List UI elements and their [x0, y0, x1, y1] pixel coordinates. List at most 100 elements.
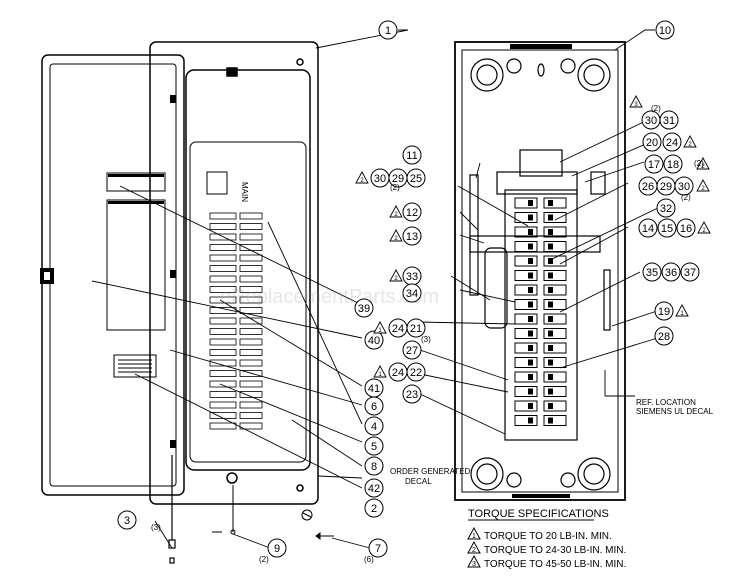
knockout-slot-left — [209, 338, 237, 346]
callout-c14: 14 — [638, 218, 658, 238]
knockout-slot-right — [239, 401, 263, 409]
callout-c6: 6 — [364, 396, 384, 416]
door-latch — [40, 268, 54, 284]
main-label: MAIN — [206, 171, 249, 202]
breaker-handle — [528, 214, 533, 221]
callout-c28: 28 — [654, 326, 674, 346]
breaker-handle — [528, 403, 533, 409]
callout-c37: 37 — [680, 262, 700, 282]
breaker-stack — [514, 197, 567, 426]
torque-ref-label: 2 — [688, 142, 692, 148]
breaker-handle — [528, 388, 533, 395]
breaker-left — [514, 328, 538, 339]
callout-c32: 32 — [656, 198, 676, 218]
breaker-right — [543, 313, 567, 325]
torque-item-1: 1 TORQUE TO 20 LB-IN. MIN. — [467, 526, 612, 542]
breaker-right — [543, 241, 567, 252]
callout-number: 26 — [642, 181, 654, 193]
knockout-slot-left — [209, 370, 237, 377]
callout-number: 18 — [667, 159, 679, 171]
torque-ref-label: 1 — [680, 311, 684, 317]
callout-c7: 7 — [368, 538, 388, 558]
callout-c17: 17 — [644, 154, 664, 174]
callout-number: 24 — [392, 367, 404, 379]
callout-number: 23 — [406, 389, 418, 401]
torque-ref-icon: 2 — [389, 229, 403, 242]
knockout-slot-right — [239, 412, 263, 419]
breaker-knockouts — [209, 212, 263, 430]
callout-c41: 41 — [364, 378, 384, 398]
torque-ref-label: 2 — [701, 186, 705, 192]
callout-number: 17 — [648, 159, 660, 171]
callout-c18: 18 — [663, 154, 683, 174]
callout-number: 7 — [375, 543, 381, 555]
callout-number: 33 — [406, 271, 418, 283]
callout-c24c: 24 — [388, 362, 408, 382]
callout-c30c: 30 — [674, 176, 694, 196]
callout-number: 29 — [392, 173, 404, 185]
knockout-slot-right — [239, 317, 263, 325]
breaker-left — [514, 299, 538, 310]
qty-7: (6) — [364, 555, 374, 564]
order-generated-line2: DECAL — [405, 477, 432, 486]
breaker-left — [514, 386, 538, 397]
breaker-right — [543, 197, 567, 209]
torque-item-2: 2 TORQUE TO 24-30 LB-IN. MIN. — [467, 540, 626, 556]
callout-c24b: 24 — [388, 318, 408, 338]
breaker-left — [514, 241, 538, 252]
knockout-slot-left — [209, 223, 237, 230]
callout-number: 14 — [642, 223, 654, 235]
callout-number: 1 — [385, 25, 391, 37]
knockout-slot-right — [239, 244, 263, 251]
callout-c34: 34 — [402, 283, 422, 303]
torque-header: TORQUE SPECIFICATIONS — [468, 508, 609, 520]
torque-ref-icon: 3 — [629, 95, 643, 108]
breaker-handle — [548, 200, 553, 206]
breaker-right — [543, 226, 567, 238]
callout-c35: 35 — [642, 262, 662, 282]
torque-ref-label: 1 — [378, 328, 382, 334]
knockout-slot-right — [239, 370, 263, 377]
enclosure-knockouts — [470, 58, 611, 491]
breaker-right — [543, 371, 567, 383]
breaker-left — [514, 357, 538, 368]
knockout-slot-right — [239, 338, 263, 346]
main-text: MAIN — [240, 182, 249, 202]
breaker-right — [543, 342, 567, 354]
callout-number: 30 — [678, 181, 690, 193]
callout-c11: 11 — [402, 145, 422, 165]
callout-number: 29 — [660, 181, 672, 193]
breaker-left — [514, 255, 538, 267]
knockout-slot-left — [209, 349, 237, 356]
torque-ref-icon: 2 — [389, 205, 403, 218]
torque-ref-label: 2 — [394, 236, 398, 242]
callout-number: 32 — [660, 203, 672, 215]
breaker-left — [514, 400, 538, 412]
breaker-handle — [528, 345, 533, 351]
ref-location-line2: SIEMENS UL DECAL — [636, 407, 714, 416]
interior-chassis — [469, 149, 611, 441]
breaker-handle — [548, 258, 553, 264]
breaker-right — [543, 328, 567, 339]
knockout-slot-right — [239, 254, 263, 262]
callout-number: 31 — [663, 115, 675, 127]
callout-number: 41 — [368, 383, 380, 395]
callout-number: 34 — [406, 288, 418, 300]
breaker-handle — [548, 388, 553, 395]
callout-number: 11 — [406, 150, 417, 162]
knockout-slot-left — [209, 275, 237, 283]
torque-ref-icon: 2 — [696, 157, 710, 170]
callout-c16: 16 — [676, 218, 696, 238]
torque-ref-icon: 2 — [696, 179, 710, 192]
callout-number: 22 — [410, 367, 422, 379]
callout-c19: 19 — [654, 301, 674, 321]
qty-30-29-25: (2) — [390, 183, 400, 192]
door-directory — [106, 172, 166, 378]
triangle-mark-label: 3 — [472, 561, 476, 568]
breaker-handle — [548, 316, 553, 322]
knockout-slot-right — [239, 380, 263, 388]
leader-lines-left — [91, 29, 409, 549]
torque-ref-label: 2 — [702, 228, 706, 234]
callout-number: 24 — [666, 137, 678, 149]
